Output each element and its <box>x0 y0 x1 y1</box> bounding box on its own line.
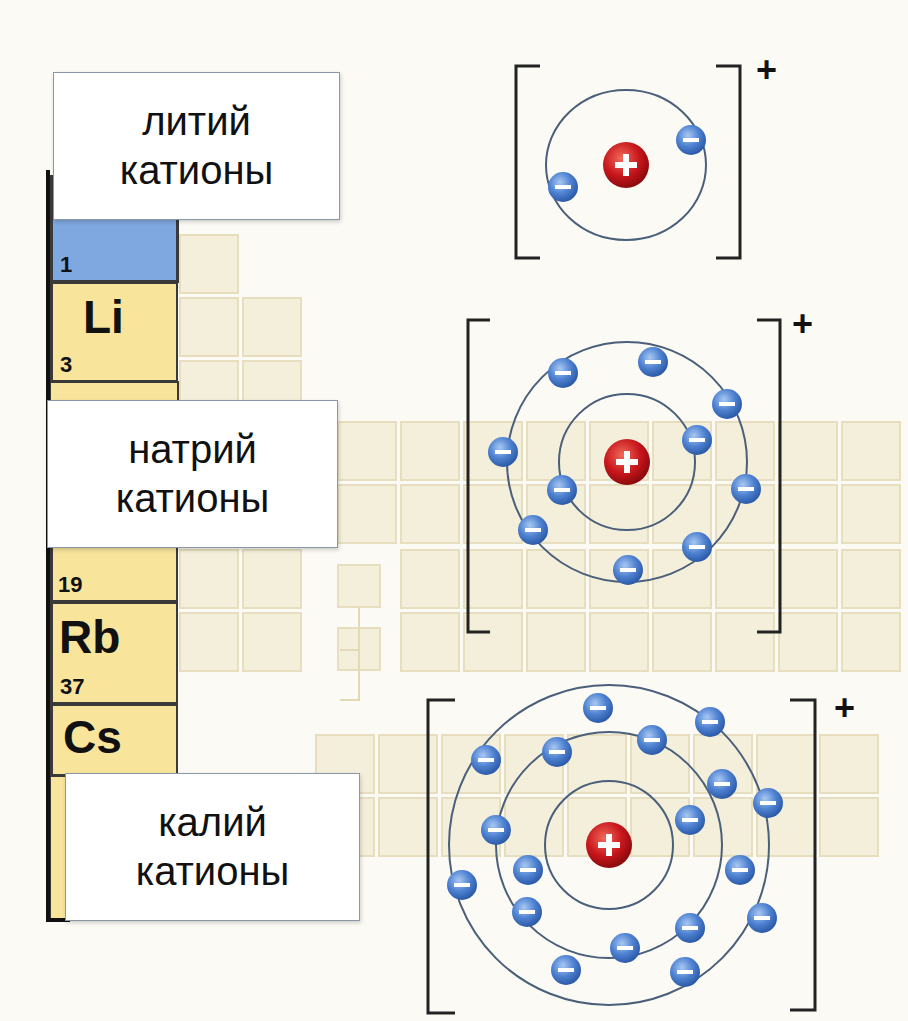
sodium-ion <box>468 320 780 632</box>
label-text: натрий катионы <box>103 425 283 523</box>
charge-sign: + <box>792 306 813 342</box>
charge-sign: + <box>756 52 777 88</box>
potassium-ion <box>428 685 815 1013</box>
atomic-number: 19 <box>58 574 82 596</box>
element-cell: Rb 37 <box>50 602 178 704</box>
lithium-ion <box>516 66 740 258</box>
atomic-number: 3 <box>60 354 72 376</box>
element-symbol: Li <box>83 294 124 340</box>
element-symbol: Rb <box>59 614 120 660</box>
label-box: натрий катионы <box>47 400 338 548</box>
label-text: литий катионы <box>107 97 287 195</box>
atomic-number: 1 <box>60 254 72 276</box>
element-cell: Li 3 <box>50 282 178 382</box>
label-box: калий катионы <box>65 773 360 921</box>
label-text: калий катионы <box>123 798 303 896</box>
element-cell: Cs <box>50 704 178 776</box>
element-symbol: Cs <box>63 714 122 760</box>
charge-sign: + <box>834 690 855 726</box>
atomic-number: 37 <box>60 676 84 698</box>
label-box: литий катионы <box>53 72 340 220</box>
